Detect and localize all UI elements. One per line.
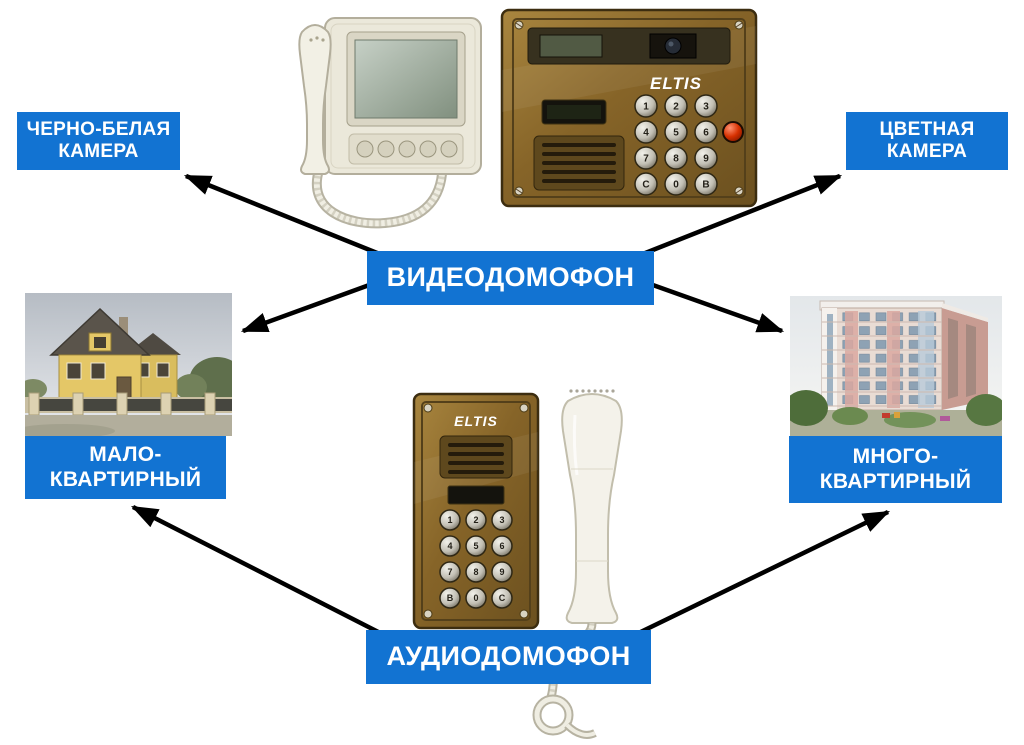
- handset-hook-dots: [569, 389, 615, 393]
- label-video-intercom: ВИДЕОДОМОФОН: [367, 251, 654, 305]
- label-color-camera: ЦВЕТНАЯ КАМЕРА: [846, 112, 1008, 170]
- svg-text:4: 4: [643, 128, 649, 139]
- video-door-panel-photo: ELTIS 1 2 3 4 5 6 7 8 9 С 0 В: [500, 8, 758, 208]
- handset-earpiece-holes: [309, 36, 325, 42]
- arrow-audio-to-small-building: [130, 504, 398, 644]
- svg-text:0: 0: [673, 180, 679, 191]
- video-monitor-photo: [298, 17, 482, 229]
- svg-text:3: 3: [499, 515, 504, 525]
- audio-handset-photo: [532, 389, 623, 739]
- label-bw-camera: ЧЕРНО-БЕЛАЯ КАМЕРА: [17, 112, 180, 170]
- svg-text:9: 9: [499, 567, 504, 577]
- svg-text:6: 6: [499, 541, 504, 551]
- arrow-video-to-large-building: [649, 281, 785, 334]
- svg-text:4: 4: [447, 541, 452, 551]
- svg-text:1: 1: [643, 102, 649, 113]
- svg-text:0: 0: [473, 593, 478, 603]
- svg-text:С: С: [642, 180, 649, 191]
- panel-screws: [423, 403, 529, 619]
- label-large-building: МНОГО- КВАРТИРНЫЙ: [789, 436, 1002, 503]
- svg-text:С: С: [499, 593, 506, 603]
- panel-display: [447, 485, 505, 505]
- audio-panel-keypad: 1 2 3 4 5 6 7 8 9 В 0 С: [439, 509, 513, 609]
- monitor-cord: [312, 168, 447, 229]
- apartment-building-photo: [790, 296, 1002, 437]
- monitor-buttons: [356, 140, 458, 158]
- svg-text:В: В: [702, 180, 709, 191]
- svg-text:3: 3: [703, 102, 709, 113]
- handset-body: [561, 393, 623, 624]
- arrow-video-to-small-building: [240, 281, 373, 334]
- house-photo: [25, 293, 232, 436]
- svg-text:8: 8: [673, 154, 679, 165]
- svg-text:8: 8: [473, 567, 478, 577]
- svg-text:6: 6: [703, 128, 709, 139]
- panel-info-window: [539, 34, 603, 58]
- svg-text:1: 1: [447, 515, 452, 525]
- svg-text:В: В: [447, 593, 454, 603]
- svg-text:2: 2: [473, 515, 478, 525]
- svg-text:9: 9: [703, 154, 709, 165]
- audio-door-panel-photo: ELTIS 1 2 3 4 5 6 7 8 9 В 0 С: [412, 392, 540, 630]
- svg-text:7: 7: [447, 567, 452, 577]
- eltis-logo: ELTIS: [454, 413, 498, 429]
- arrow-audio-to-large-building: [621, 509, 891, 644]
- monitor-screen: [354, 39, 458, 119]
- label-audio-intercom: АУДИОДОМОФОН: [366, 630, 651, 684]
- svg-text:2: 2: [673, 102, 679, 113]
- monitor-handset: [298, 24, 332, 175]
- label-small-building: МАЛО- КВАРТИРНЫЙ: [25, 436, 226, 499]
- svg-text:7: 7: [643, 154, 649, 165]
- camera-lens: [664, 37, 682, 55]
- eltis-logo: ELTIS: [650, 74, 702, 93]
- svg-text:5: 5: [473, 541, 478, 551]
- call-button: [722, 121, 744, 143]
- svg-text:5: 5: [673, 128, 679, 139]
